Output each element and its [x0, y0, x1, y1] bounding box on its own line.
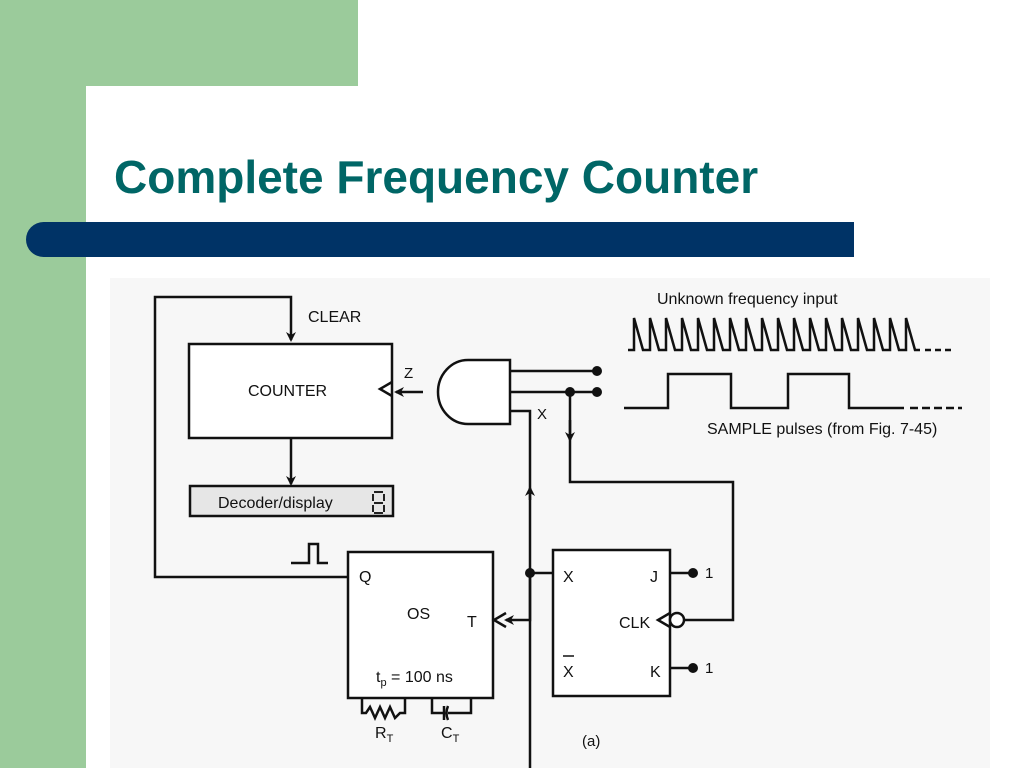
ff-x-label: X	[563, 569, 574, 586]
x-feedback-wire	[510, 409, 532, 768]
sample-branch-wire	[568, 392, 735, 622]
sample-input-terminal	[592, 387, 602, 397]
counter-label: COUNTER	[248, 383, 327, 400]
clear-label: CLEAR	[308, 309, 361, 326]
unknown-frequency-waveform	[628, 317, 920, 352]
counter-block	[187, 342, 394, 440]
tp-label: tp = 100 ns	[376, 669, 453, 689]
feedback-wire	[153, 295, 348, 579]
x-wire-label: X	[537, 406, 547, 423]
j-terminal	[688, 568, 698, 578]
decoder-label: Decoder/display	[218, 495, 333, 512]
rt-resistor	[360, 698, 407, 722]
one-shot-block	[346, 550, 495, 700]
ff-j-label: J	[650, 569, 658, 586]
decoder-display-block	[188, 484, 395, 518]
k-terminal	[688, 663, 698, 673]
ct-capacitor	[430, 698, 473, 721]
k-value-label: 1	[705, 660, 713, 677]
title-underline-bar	[26, 222, 854, 257]
figure-caption: (a)	[582, 733, 600, 750]
ff-xbar-label: X	[563, 664, 574, 681]
z-label: Z	[404, 365, 413, 382]
ff-clk-label: CLK	[619, 615, 650, 632]
counter-clock-triangle	[377, 380, 393, 398]
unknown-input-terminal	[592, 366, 602, 376]
t-label: T	[467, 614, 477, 631]
clk-inversion-bubble	[668, 611, 686, 629]
clk-triangle	[655, 611, 671, 629]
rt-label: RT	[375, 725, 394, 745]
ct-label: CT	[441, 725, 460, 745]
os-label: OS	[407, 606, 430, 623]
j-value-label: 1	[705, 565, 713, 582]
ff-k-label: K	[650, 664, 661, 681]
unknown-input-label: Unknown frequency input	[657, 291, 838, 308]
pulse-symbol	[291, 542, 328, 565]
x-junction-node	[525, 568, 535, 578]
sample-pulse-waveform	[624, 372, 904, 410]
seven-segment-digit-icon	[372, 491, 385, 514]
os-trigger-triangle	[491, 611, 507, 629]
x-to-os-t-wire	[504, 573, 532, 625]
sample-pulses-label: SAMPLE pulses (from Fig. 7-45)	[707, 421, 937, 438]
jk-flip-flop-block	[551, 548, 672, 698]
slide-title: Complete Frequency Counter	[114, 151, 759, 203]
sample-junction-node	[565, 387, 575, 397]
and-gate	[436, 358, 512, 426]
q-label: Q	[359, 569, 371, 586]
decorative-green-left	[0, 0, 86, 768]
